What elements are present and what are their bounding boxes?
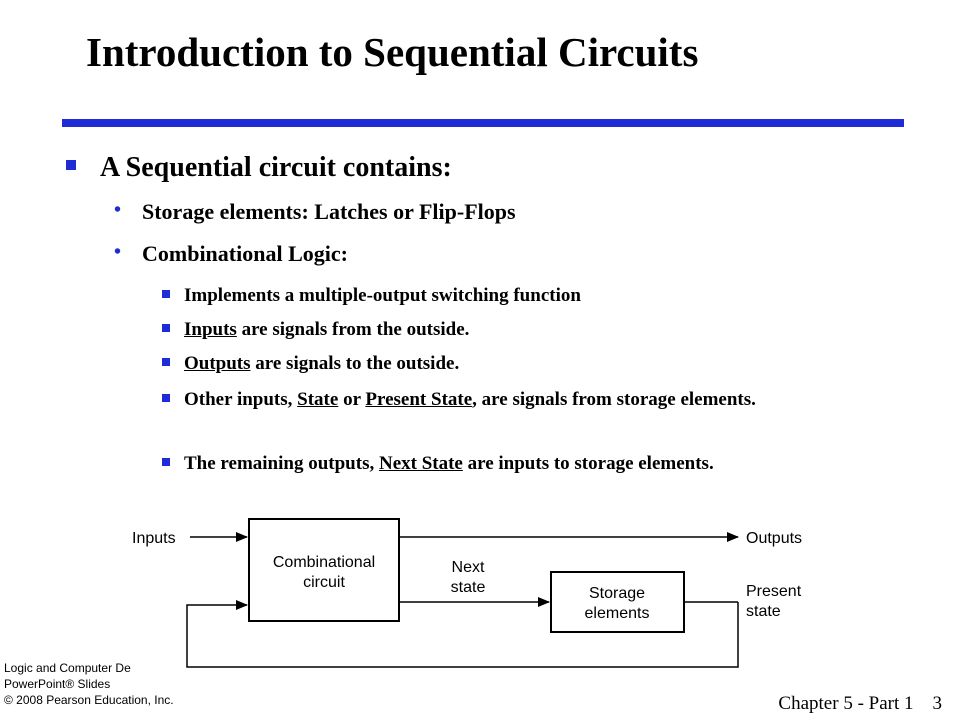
page-number: 3 xyxy=(932,693,943,714)
bullet-level3: Other inputs, State or Present State, ar… xyxy=(162,388,892,412)
storage-label-1: Storage xyxy=(589,585,645,602)
square-bullet-icon xyxy=(66,160,76,170)
comb-label-1: Combinational xyxy=(273,554,375,571)
inputs-label: Inputs xyxy=(132,530,176,547)
credit-line: © 2008 Pearson Education, Inc. xyxy=(4,693,174,707)
credit-line: Logic and Computer De xyxy=(4,661,131,675)
square-bullet-icon xyxy=(162,394,170,402)
dot-bullet-icon: • xyxy=(114,199,122,221)
outputs-label: Outputs xyxy=(746,530,802,547)
bullet-level3: Implements a multiple-output switching f… xyxy=(162,284,892,308)
bullet-text: Combinational Logic: xyxy=(142,241,348,266)
bullet-text: Outputs are signals to the outside. xyxy=(184,353,460,374)
bullet-level3: The remaining outputs, Next State are in… xyxy=(162,452,892,476)
bullet-text: A Sequential circuit contains: xyxy=(100,152,452,183)
dot-bullet-icon: • xyxy=(114,241,122,263)
square-bullet-icon xyxy=(162,358,170,366)
slide-footer: Chapter 5 - Part 1 3 xyxy=(778,693,942,715)
chapter-label: Chapter 5 - Part 1 xyxy=(778,693,914,714)
bullet-text: Implements a multiple-output switching f… xyxy=(184,285,581,306)
square-bullet-icon xyxy=(162,324,170,332)
square-bullet-icon xyxy=(162,290,170,298)
storage-elements-box xyxy=(550,571,685,633)
bullet-text: The remaining outputs, Next State are in… xyxy=(184,453,714,474)
slide-title: Introduction to Sequential Circuits xyxy=(86,29,699,75)
bullet-level3: Outputs are signals to the outside. xyxy=(162,352,892,376)
comb-label-2: circuit xyxy=(303,574,345,591)
next-label-1: Next xyxy=(452,559,485,576)
present-label-2: state xyxy=(746,603,781,620)
publisher-credit: Logic and Computer De PowerPoint® Slides… xyxy=(4,660,254,708)
credit-line: PowerPoint® Slides xyxy=(4,677,111,691)
feedback-arrow xyxy=(186,600,739,668)
bullet-text: Other inputs, State or Present State, ar… xyxy=(184,389,756,410)
bullet-level3: Inputs are signals from the outside. xyxy=(162,318,892,342)
bullet-text: Storage elements: Latches or Flip-Flops xyxy=(142,199,516,224)
storage-label-2: elements xyxy=(585,605,650,622)
present-label-1: Present xyxy=(746,583,802,600)
bullet-text: Inputs are signals from the outside. xyxy=(184,319,470,340)
title-divider xyxy=(62,119,904,127)
square-bullet-icon xyxy=(162,458,170,466)
next-label-2: state xyxy=(451,579,486,596)
combinational-circuit-box xyxy=(248,518,400,622)
